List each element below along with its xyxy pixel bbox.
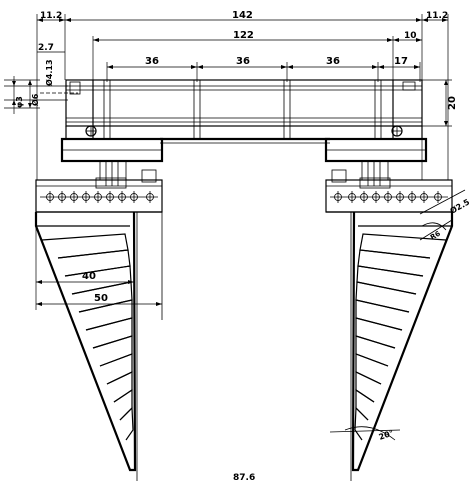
dim-right-margin: 10 bbox=[404, 31, 417, 41]
dim-top-right-offset: 11.2 bbox=[426, 11, 448, 21]
left-carriage bbox=[60, 137, 164, 189]
dim-pitch-b: 36 bbox=[236, 56, 250, 67]
radius-callouts bbox=[419, 189, 466, 241]
dim-finger-outer: 50 bbox=[94, 293, 108, 304]
right-finger bbox=[329, 211, 454, 481]
dim-height: 20 bbox=[447, 96, 458, 110]
dim-pitch-a: 36 bbox=[145, 56, 159, 67]
dim-end-gap: 17 bbox=[394, 56, 408, 67]
dim-inner-span: 122 bbox=[233, 30, 254, 41]
dim-pitch-c: 36 bbox=[326, 56, 340, 67]
dim-phi-large: Ø6 bbox=[30, 93, 40, 106]
dim-overall-width: 142 bbox=[232, 10, 253, 21]
left-finger bbox=[34, 211, 163, 481]
top-rail bbox=[65, 79, 423, 144]
dim-finger-inner: 40 bbox=[82, 271, 96, 282]
dim-hole-dia: Ø4.13 bbox=[44, 59, 54, 86]
left-finger-head bbox=[35, 179, 163, 213]
dim-phi-small: φ3 bbox=[15, 96, 24, 108]
right-height-dimension bbox=[422, 79, 452, 127]
top-dimension-lines bbox=[36, 14, 449, 180]
left-hole-dimensions bbox=[4, 76, 78, 114]
right-carriage bbox=[324, 137, 428, 189]
right-finger-head bbox=[325, 179, 453, 213]
dim-top-left-offset: 11.2 bbox=[40, 11, 62, 21]
dim-left-edge: 2.7 bbox=[38, 43, 54, 53]
dim-bottom-width: 87.6 bbox=[233, 473, 255, 481]
